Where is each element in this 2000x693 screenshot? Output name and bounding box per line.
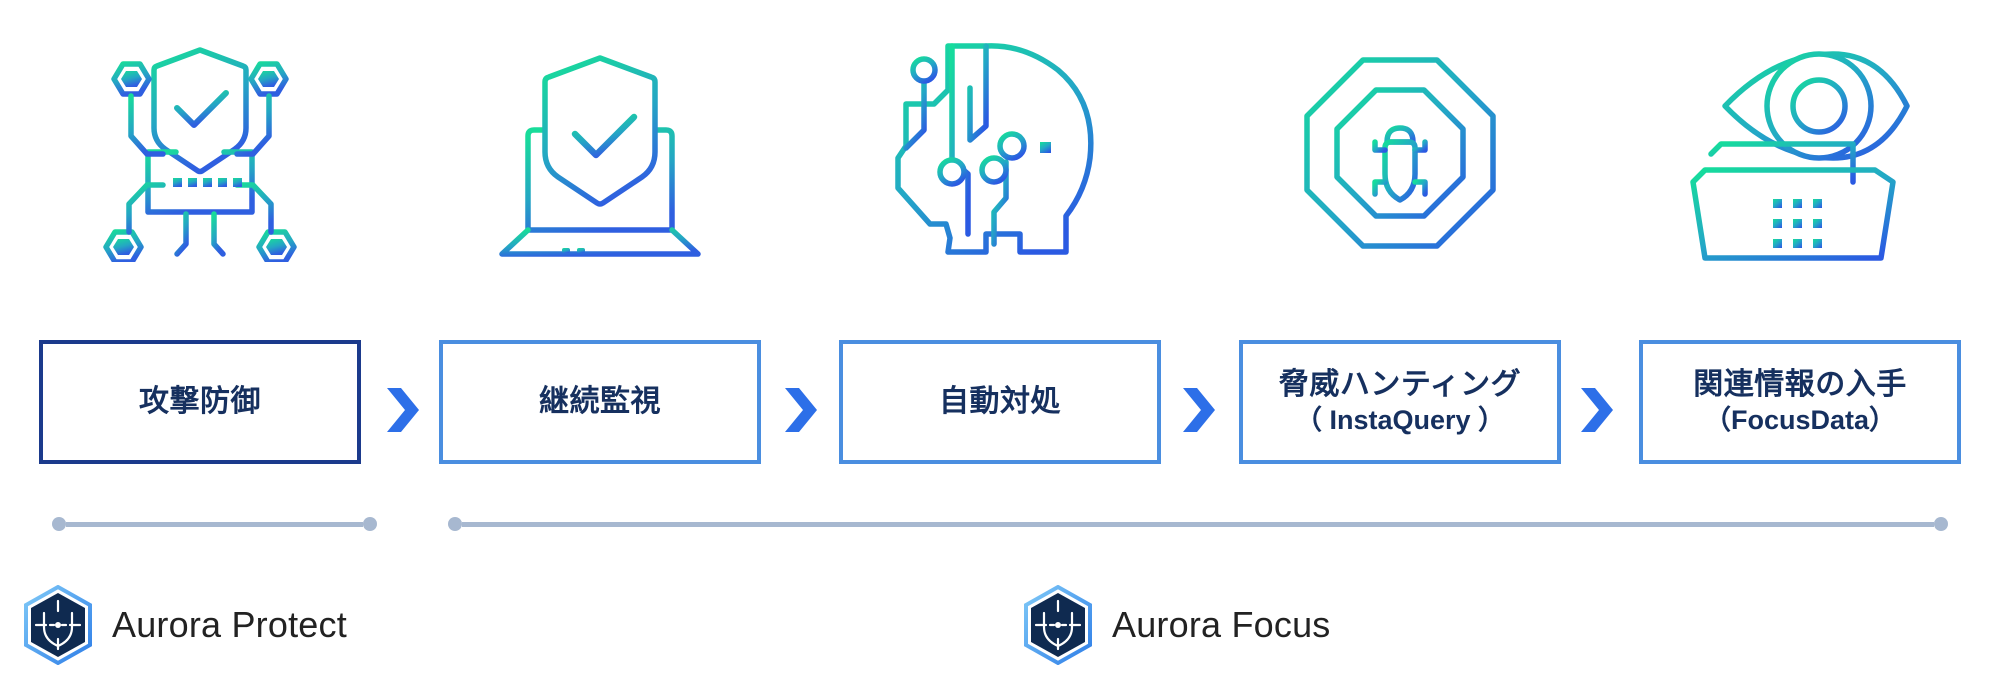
step-title: 関連情報の入手	[1693, 368, 1907, 402]
step-cell-threat-hunting: 脅威ハンティング （ InstaQuery ）	[1200, 338, 1600, 466]
step-box-continuous-monitoring[interactable]: 継続監視	[439, 340, 761, 464]
step-title: 脅威ハンティング	[1278, 368, 1522, 402]
step-title: 攻撃防御	[139, 385, 261, 419]
range-bar	[462, 521, 1934, 527]
aurora-hex-shield-logo	[1024, 585, 1092, 665]
icon-cell-threat-hunting	[1200, 22, 1600, 262]
range-bar	[66, 521, 363, 527]
brand-label: Aurora Protect	[112, 604, 347, 645]
chevron-right-icon-1	[385, 386, 421, 434]
icon-row	[0, 22, 2000, 262]
step-title: 継続監視	[539, 385, 661, 419]
range-dot-left	[448, 517, 462, 531]
brand-aurora-focus: Aurora Focus	[1022, 585, 1331, 665]
step-cell-automated-response: 自動対処	[800, 338, 1200, 466]
range-dot-right	[1934, 517, 1948, 531]
brand-label: Aurora Focus	[1112, 604, 1331, 645]
step-subtitle: （ InstaQuery ）	[1294, 404, 1506, 435]
icon-cell-related-information	[1600, 22, 2000, 262]
laptop-shield-check-icon	[499, 55, 701, 257]
range-dot-right	[363, 517, 377, 531]
step-box-threat-hunting[interactable]: 脅威ハンティング （ InstaQuery ）	[1239, 340, 1561, 464]
step-cell-related-information: 関連情報の入手 （FocusData）	[1600, 338, 2000, 466]
brand-aurora-protect: Aurora Protect	[22, 585, 347, 665]
chevron-right-icon-2	[783, 386, 819, 434]
range-dot-left	[52, 517, 66, 531]
aurora-hex-shield-logo	[24, 585, 92, 665]
range-protect	[52, 517, 377, 531]
step-box-attack-defense[interactable]: 攻撃防御	[39, 340, 361, 464]
chevron-right-icon-3	[1181, 386, 1217, 434]
step-title: 自動対処	[939, 385, 1061, 419]
step-subtitle: （FocusData）	[1703, 404, 1897, 435]
steps-row: 攻撃防御 継続監視 自動対処 脅威ハンティング （ InstaQuery ）	[0, 338, 2000, 466]
chevron-right-icon-4	[1579, 386, 1615, 434]
icon-cell-attack-defense	[0, 22, 400, 262]
bug-crosshair-octagon-icon	[1291, 44, 1509, 262]
step-cell-continuous-monitoring: 継続監視	[400, 338, 800, 466]
range-focus	[448, 517, 1948, 531]
ai-head-circuit-icon	[895, 43, 1094, 255]
step-box-related-information[interactable]: 関連情報の入手 （FocusData）	[1639, 340, 1961, 464]
step-cell-attack-defense: 攻撃防御	[0, 338, 400, 466]
eye-folder-data-icon	[1690, 51, 1910, 261]
shield-check-network-icon	[103, 47, 297, 262]
step-box-automated-response[interactable]: 自動対処	[839, 340, 1161, 464]
icon-cell-continuous-monitoring	[400, 22, 800, 262]
icon-cell-automated-response	[800, 22, 1200, 262]
